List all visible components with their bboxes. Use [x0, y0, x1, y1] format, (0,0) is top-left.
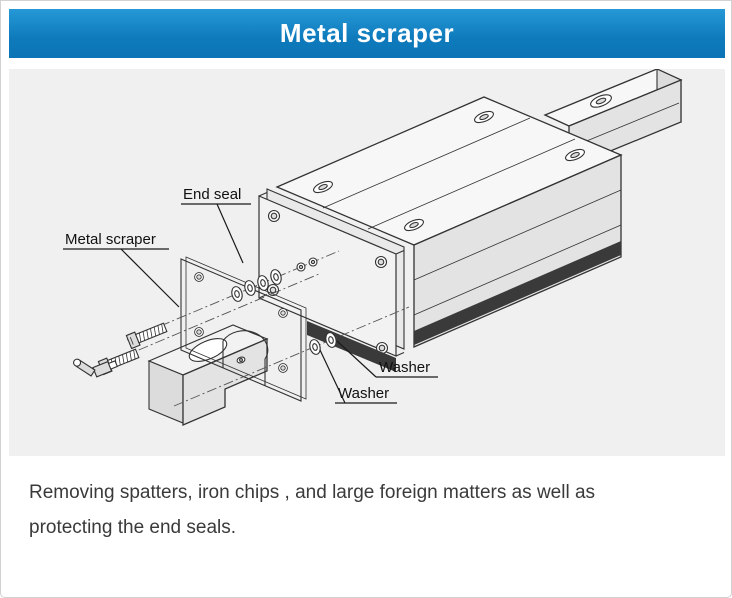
rail-channel-shadow	[414, 241, 621, 345]
clamp-oval-hole	[188, 338, 228, 362]
callout-metal-scraper: Metal scraper	[63, 231, 180, 308]
description-line-1: Removing spatters, iron chips , and larg…	[29, 482, 596, 503]
callout-washer-top: Washer	[336, 340, 438, 378]
section-header: Metal scraper	[9, 9, 725, 58]
leader-line	[216, 203, 244, 264]
washer-label: Washer	[338, 385, 389, 402]
center-line	[173, 306, 410, 407]
technical-diagram: End seal Metal scraper Washer Washer	[63, 69, 683, 426]
scraper-hole	[278, 308, 288, 318]
rail-bolt-hole	[590, 94, 612, 108]
description-line-2: protecting the end seals.	[29, 517, 237, 538]
scraper-hole	[194, 327, 204, 337]
washer-label: Washer	[379, 359, 430, 376]
description-text: Removing spatters, iron chips , and larg…	[29, 475, 721, 545]
grease-nipple	[73, 358, 119, 378]
rail-profile-cutout	[222, 330, 269, 386]
callout-end-seal: End seal	[181, 186, 251, 264]
seal-screw	[267, 209, 281, 223]
leader-line	[336, 340, 377, 378]
small-screw-heads	[296, 257, 318, 272]
seal-screw	[374, 255, 388, 269]
leader-line	[319, 349, 346, 404]
leader-line	[120, 248, 180, 308]
clamp-block	[147, 324, 269, 426]
scraper-hole	[278, 363, 288, 373]
metal-scraper-label: Metal scraper	[65, 231, 156, 248]
clamp-hole	[236, 356, 246, 364]
illustration-panel: End seal Metal scraper Washer Washer	[9, 69, 725, 456]
washer-lower-left	[307, 337, 323, 357]
metal-scraper-plate	[180, 256, 307, 402]
scraper-hole	[194, 272, 204, 282]
callout-washer-bottom: Washer	[319, 349, 397, 404]
washer	[229, 284, 245, 304]
mounting-screw	[125, 320, 169, 350]
end-seal-label: End seal	[183, 186, 241, 203]
page-title: Metal scraper	[279, 18, 455, 48]
